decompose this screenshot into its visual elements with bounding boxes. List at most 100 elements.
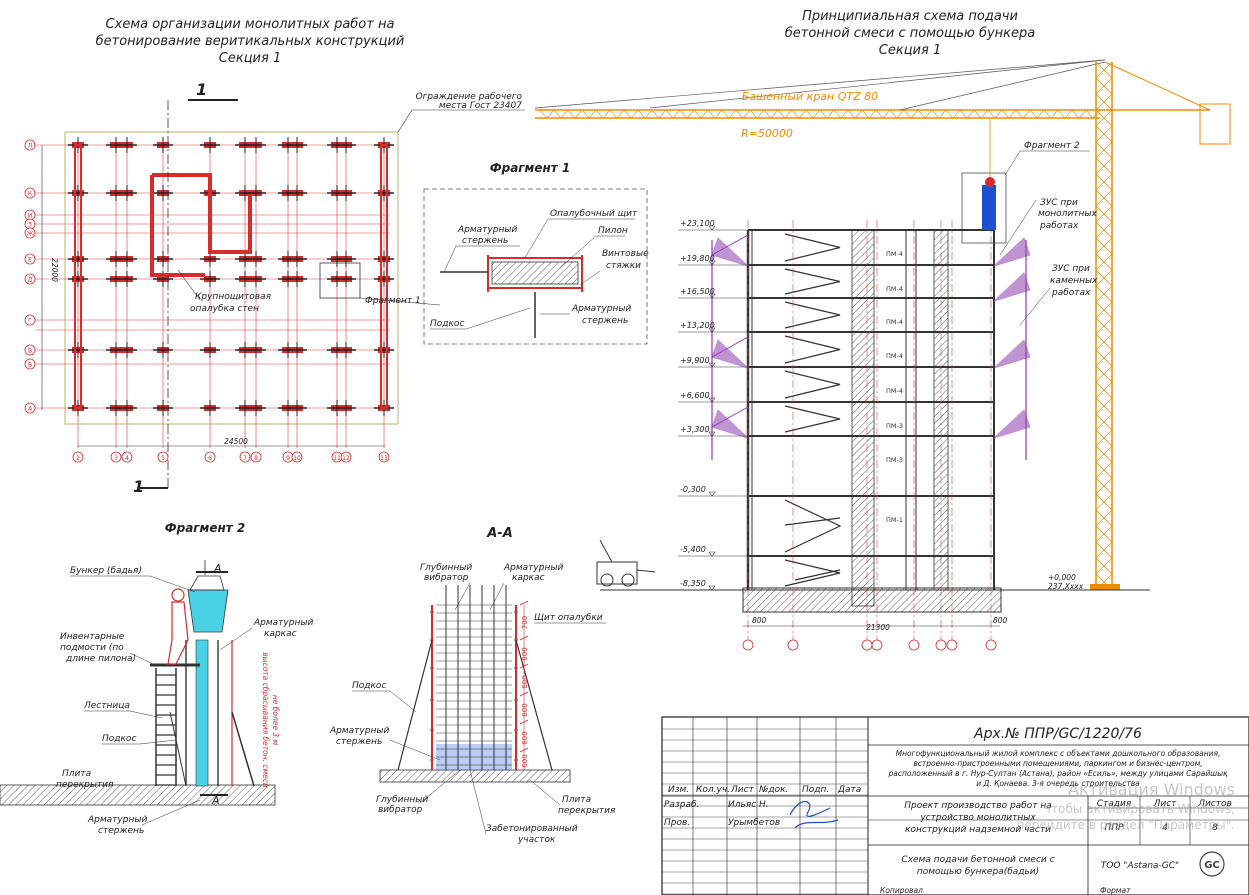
svg-text:Арматурный: Арматурный [571, 304, 631, 314]
svg-text:участок: участок [517, 835, 556, 845]
fragment2-pylon [195, 639, 209, 787]
svg-text:высота сбрасывания бетон. смес: высота сбрасывания бетон. смеси [261, 652, 270, 788]
aa-dim: 600 [521, 731, 529, 744]
pylon-tag: ПМ-3 [886, 456, 903, 464]
axis-label: 7 [243, 455, 247, 462]
aa-dim: 600 [521, 647, 529, 660]
axis-label: 6 [208, 455, 212, 462]
svg-text:Лист: Лист [730, 785, 755, 795]
svg-text:каркас: каркас [512, 573, 545, 583]
aa-dim: 700 [521, 616, 529, 629]
aa-dim: 600 [521, 703, 529, 716]
svg-text:Подкос: Подкос [352, 681, 386, 691]
section-pylon-tags: ПМ-4ПМ-4ПМ-4ПМ-4ПМ-4ПМ-3ПМ-3ПМ-1 [886, 250, 903, 524]
svg-text:работах: работах [1039, 221, 1079, 231]
svg-text:стержень: стержень [98, 826, 144, 836]
safety-net-right [993, 272, 1031, 302]
aa-rebar-cage [430, 585, 518, 770]
crane-name: Башенный кран QTZ 80 [742, 90, 878, 103]
level-mark: +6,600 [680, 391, 710, 400]
aa-dim: 600 [521, 754, 529, 767]
tower-crane: Башенный кран QTZ 80 R=50000 [534, 59, 1231, 591]
svg-text:бетонирование веритикальных ко: бетонирование веритикальных конструкций [96, 34, 405, 49]
svg-text:бетонной смеси с помощью бунке: бетонной смеси с помощью бункера [785, 26, 1036, 41]
section-floor-slabs [748, 229, 994, 557]
right-title: Принципиальная схема подачи бетонной сме… [785, 9, 1036, 58]
svg-text:Глубинный: Глубинный [376, 795, 428, 805]
axis-label: 10 [293, 455, 301, 462]
svg-text:стержень: стержень [336, 737, 382, 747]
svg-text:Пров.: Пров. [664, 818, 690, 828]
svg-text:800: 800 [752, 616, 767, 625]
axis-bubble [24, 187, 36, 199]
section-axis-bubbles [742, 639, 997, 651]
section-axis-bubble [787, 639, 799, 651]
svg-text:Подп.: Подп. [802, 785, 829, 795]
section-mark-top: 1 [196, 80, 207, 99]
pylon-tag: ПМ-4 [886, 352, 903, 360]
svg-text:Подкос: Подкос [430, 319, 464, 329]
svg-text:Плита: Плита [62, 769, 91, 779]
section-safety-nets [711, 234, 1031, 460]
svg-text:вибратор: вибратор [424, 573, 469, 583]
svg-text:GC: GC [1204, 860, 1220, 871]
axis-label: 11 [333, 455, 341, 462]
dim-width: 24500 [224, 437, 248, 446]
svg-text:Схема подачи бетонной смеси с: Схема подачи бетонной смеси с [901, 855, 1054, 865]
crane-radius: R=50000 [741, 127, 793, 140]
svg-text:237,Хxxx: 237,Хxxx [1048, 582, 1084, 591]
svg-text:Изм.: Изм. [668, 785, 689, 795]
svg-text:ТОО "Astana-GC": ТОО "Astana-GC" [1101, 861, 1179, 871]
section-level-marks: +23,100+19,800+16,500+13,200+9,900+6,600… [678, 219, 748, 591]
axis-bubble [121, 451, 133, 463]
pylon-tag: ПМ-4 [886, 318, 903, 326]
svg-text:21300: 21300 [866, 623, 890, 632]
fragment-1: Фрагмент 1 Арматурный стержень Опалубочн… [423, 161, 649, 345]
svg-text:Проект производство работ на: Проект производство работ на [904, 801, 1052, 811]
safety-net-right [993, 339, 1031, 369]
axis-label: 5 [161, 455, 165, 462]
svg-text:подмости (по: подмости (по [60, 643, 124, 653]
axis-bubble [378, 451, 390, 463]
svg-text:А: А [211, 794, 220, 807]
svg-text:перекрытия: перекрытия [558, 806, 616, 816]
axis-bubble [24, 344, 36, 356]
svg-text:стяжки: стяжки [606, 261, 641, 271]
floor-plan: 1 1 24500 22000 Ограждение рабочего мест… [24, 80, 525, 496]
section-axis-bubble [935, 639, 947, 651]
svg-text:Фрагмент 1: Фрагмент 1 [365, 296, 421, 306]
svg-text:Копировал: Копировал [880, 886, 923, 895]
svg-text:Бункер (бадья): Бункер (бадья) [70, 566, 142, 576]
svg-text:каркас: каркас [264, 629, 297, 639]
axis-bubble [204, 451, 216, 463]
left-title: Схема организации монолитных работ на бе… [96, 17, 405, 66]
svg-text:Активация Windows: Активация Windows [1068, 780, 1235, 799]
company-logo [1199, 851, 1225, 877]
core-wall [150, 175, 205, 277]
plan-columns [68, 137, 394, 416]
svg-text:Секция 1: Секция 1 [219, 51, 281, 66]
svg-text:Дата: Дата [837, 785, 861, 795]
svg-text:Инвентарные: Инвентарные [60, 632, 125, 642]
svg-text:длине пилона): длине пилона) [65, 654, 136, 664]
section-mark-bottom: 1 [133, 477, 144, 496]
axis-label: 3 [114, 455, 118, 462]
bunker-figure [982, 185, 996, 230]
svg-text:не более 3 м: не более 3 м [271, 695, 280, 746]
svg-text:Подкос: Подкос [102, 734, 136, 744]
svg-text:ЗУС при: ЗУС при [1040, 198, 1078, 208]
svg-text:Разраб.: Разраб. [664, 800, 699, 810]
safety-net-left [711, 339, 749, 369]
svg-text:Забетонированный: Забетонированный [486, 824, 578, 834]
fragment1-callout-box [319, 262, 361, 299]
building-section: +23,100+19,800+16,500+13,200+9,900+6,600… [596, 141, 1150, 651]
signature [789, 800, 839, 829]
axis-bubble [24, 358, 36, 370]
safety-net-right [993, 237, 1031, 267]
axis-label: Е [28, 257, 32, 264]
level-mark: -5,400 [680, 545, 706, 554]
axis-bubble [110, 451, 122, 463]
svg-text:Фрагмент 2: Фрагмент 2 [165, 521, 246, 535]
axis-label: Л [28, 143, 33, 150]
